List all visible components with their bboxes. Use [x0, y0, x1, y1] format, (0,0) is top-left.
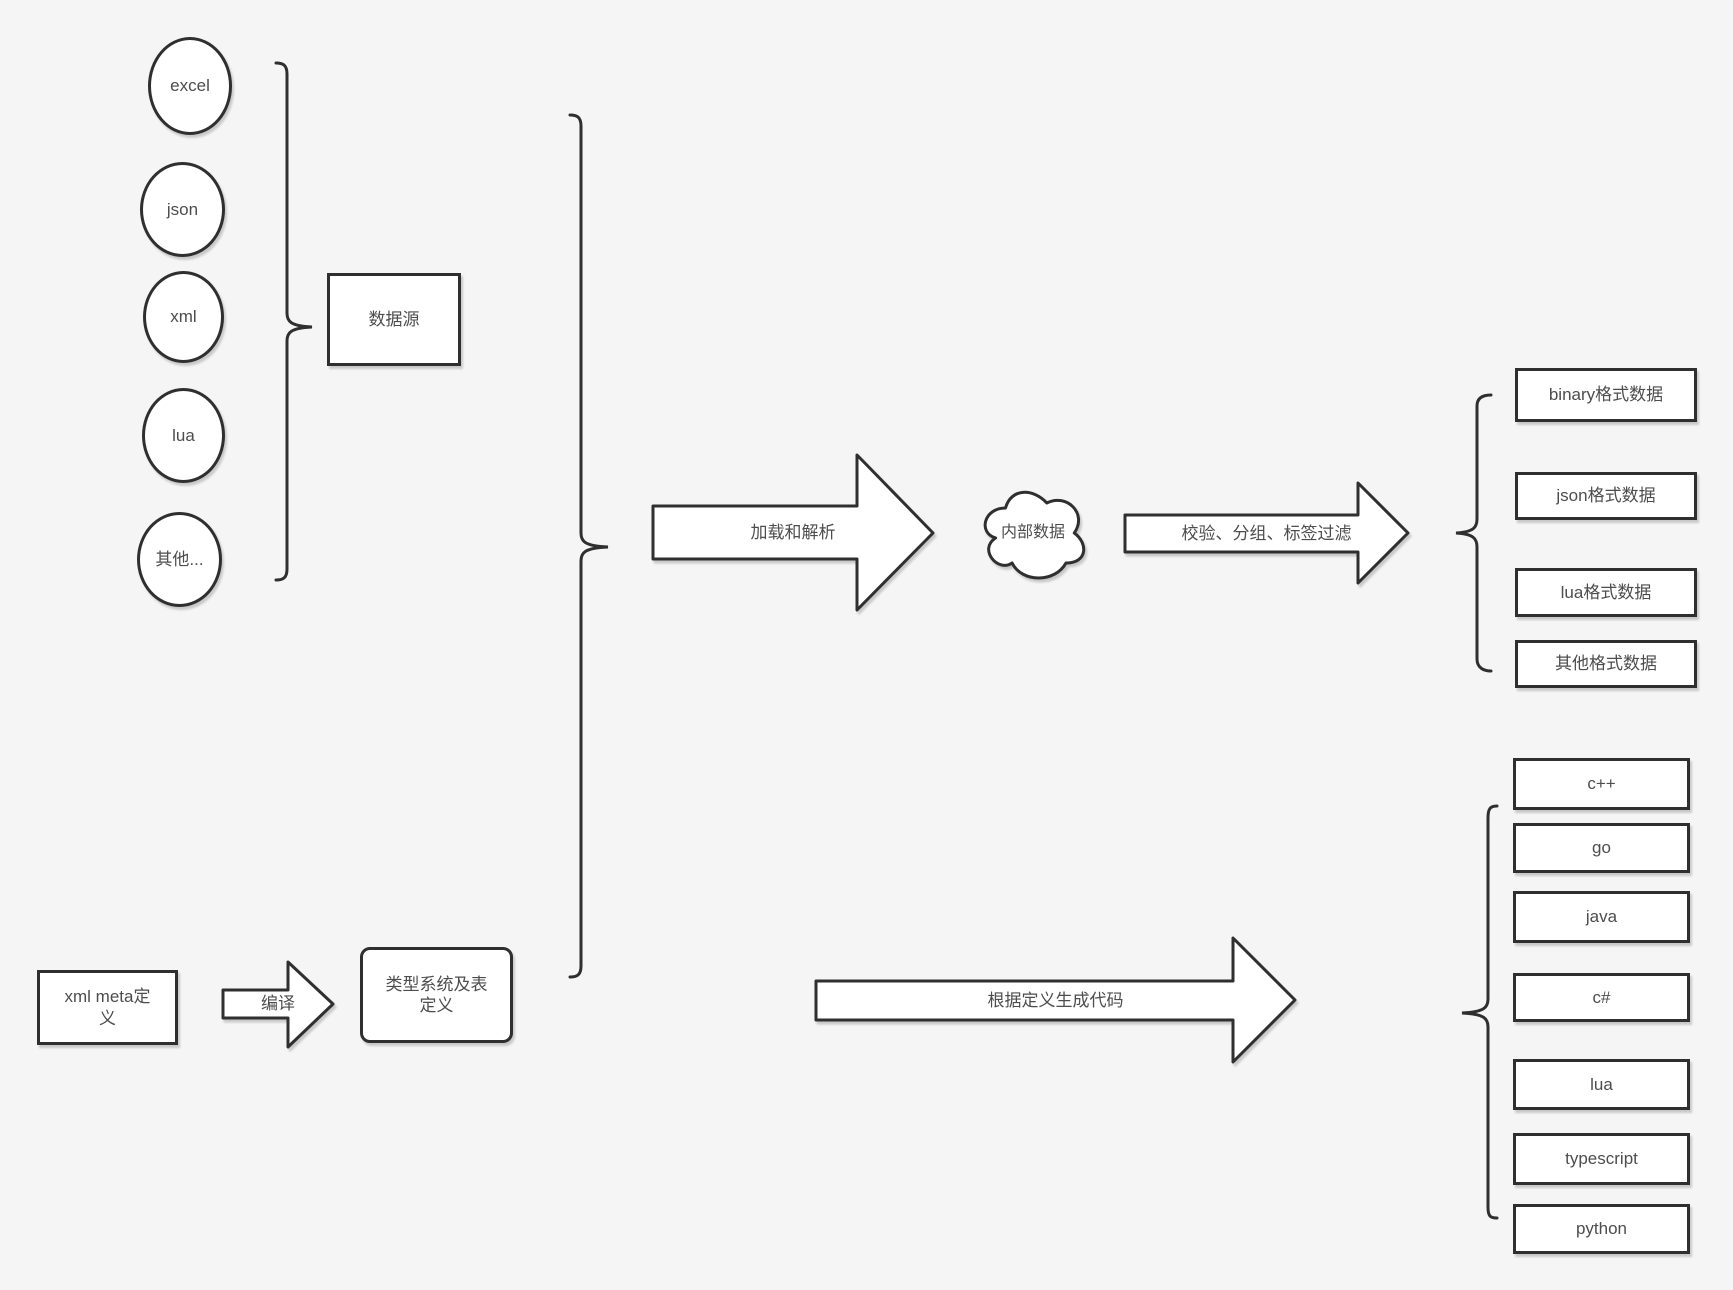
filter-arrow — [1123, 481, 1410, 585]
source-label-lua: lua — [172, 425, 195, 445]
internal-data-cloud — [983, 490, 1086, 580]
format-label-binary: binary格式数据 — [1548, 385, 1664, 405]
source-label-other: 其他... — [155, 549, 204, 569]
language-label-lua: lua — [1590, 1074, 1613, 1094]
pipeline-brace — [568, 113, 609, 979]
source-ellipse-excel: excel — [148, 37, 232, 135]
source-label-excel: excel — [170, 76, 210, 96]
language-box-typescript: typescript — [1513, 1133, 1690, 1185]
language-box-csharp: c# — [1513, 973, 1690, 1022]
language-label-python: python — [1575, 1219, 1628, 1239]
sources-brace — [274, 61, 313, 582]
formats-brace — [1455, 393, 1493, 673]
format-box-binary: binary格式数据 — [1515, 368, 1697, 422]
source-label-xml: xml — [170, 307, 197, 327]
format-box-other: 其他格式数据 — [1515, 640, 1697, 688]
xml-meta-label: xml meta定义 — [64, 987, 151, 1028]
type-system-box: 类型系统及表定义 — [360, 947, 513, 1043]
source-label-json: json — [166, 199, 199, 219]
language-box-python: python — [1513, 1204, 1690, 1254]
source-ellipse-lua: lua — [142, 388, 225, 483]
format-box-lua: lua格式数据 — [1515, 568, 1697, 617]
load-parse-arrow — [651, 453, 935, 612]
language-box-lua: lua — [1513, 1059, 1690, 1110]
compile-arrow — [221, 960, 335, 1049]
language-label-cpp: c++ — [1587, 774, 1616, 794]
codegen-arrow — [814, 936, 1297, 1064]
format-label-lua: lua格式数据 — [1560, 582, 1652, 602]
language-label-java: java — [1585, 907, 1618, 927]
format-label-json: json格式数据 — [1556, 486, 1656, 506]
language-label-csharp: c# — [1592, 987, 1611, 1007]
languages-brace — [1461, 804, 1499, 1220]
language-box-go: go — [1513, 823, 1690, 873]
language-label-typescript: typescript — [1565, 1149, 1638, 1169]
format-box-json: json格式数据 — [1515, 472, 1697, 520]
language-box-cpp: c++ — [1513, 758, 1690, 810]
language-box-java: java — [1513, 891, 1690, 943]
data-source-group-box: 数据源 — [327, 273, 461, 366]
type-system-label: 类型系统及表定义 — [385, 974, 488, 1015]
data-source-group-label: 数据源 — [368, 309, 420, 329]
language-label-go: go — [1592, 838, 1611, 858]
source-ellipse-json: json — [140, 162, 225, 257]
source-ellipse-other: 其他... — [137, 512, 222, 607]
format-label-other: 其他格式数据 — [1555, 654, 1657, 674]
xml-meta-box: xml meta定义 — [37, 970, 178, 1045]
source-ellipse-xml: xml — [143, 271, 224, 363]
